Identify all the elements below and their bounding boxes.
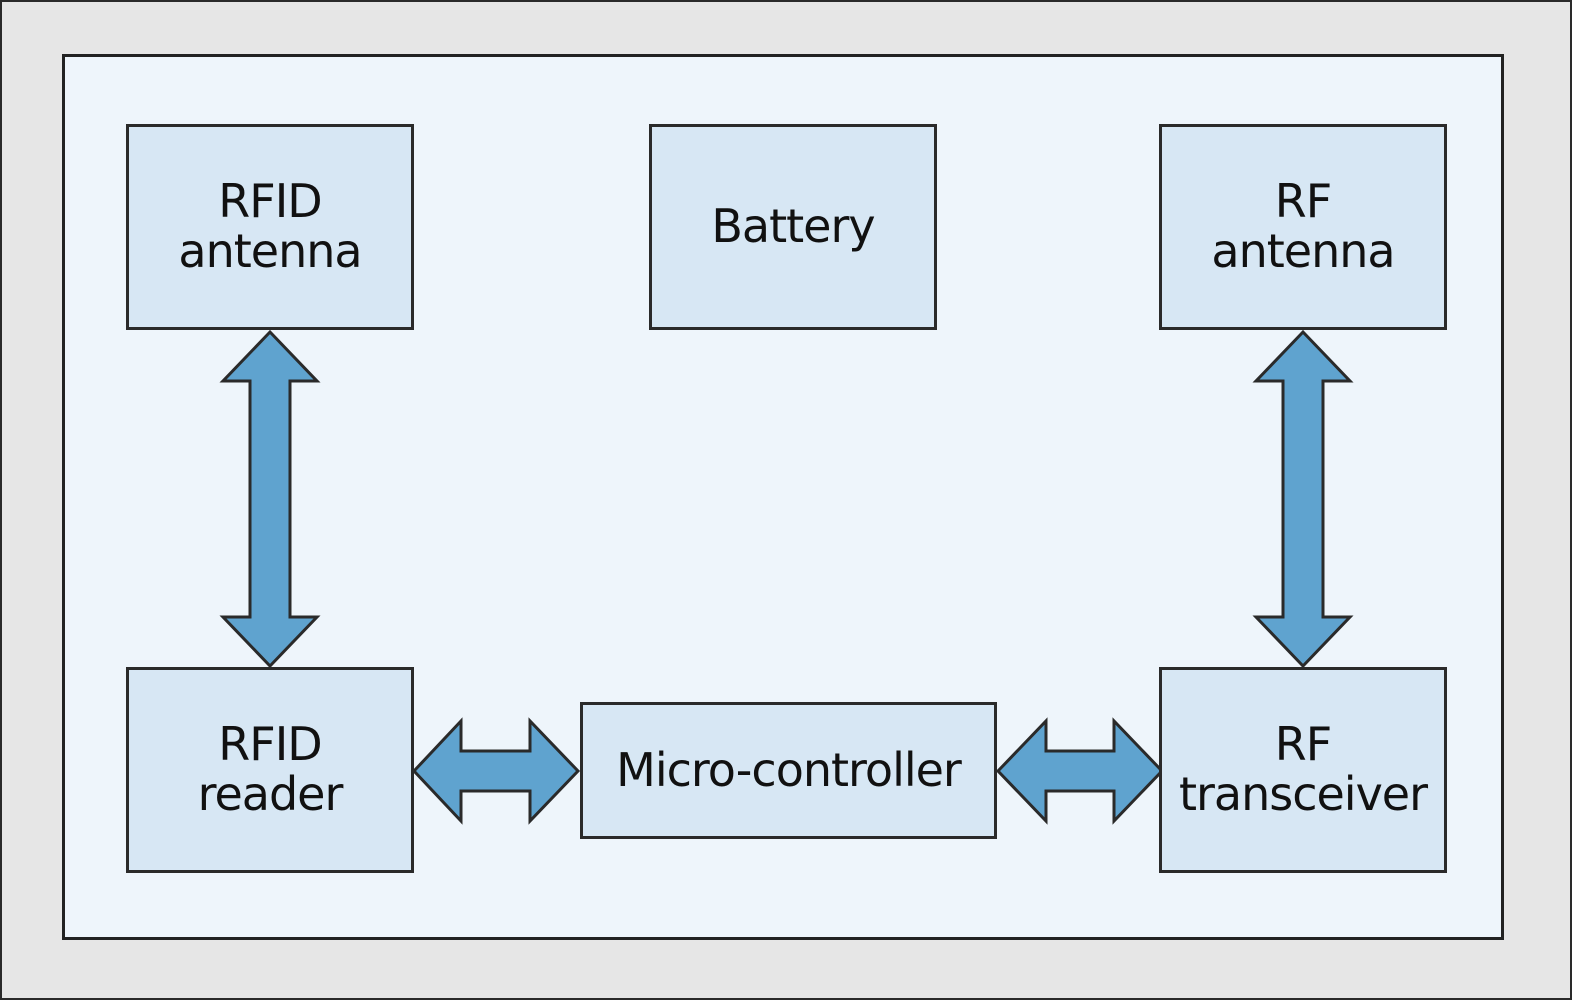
rfid-antenna-block: RFID antenna <box>126 124 414 330</box>
rf-antenna-label-line1: RF <box>1274 174 1332 229</box>
battery-block: Battery <box>649 124 937 330</box>
rf-transceiver-block: RF transceiver <box>1159 667 1447 873</box>
rfid-reader-label-line1: RFID <box>218 717 322 772</box>
rf-antenna-label-line2: antenna <box>1211 224 1395 278</box>
rfid-antenna-label-line1: RFID <box>218 174 322 229</box>
rfid-reader-label-line2: reader <box>197 767 344 821</box>
rf-transceiver-label-line1: RF <box>1274 717 1332 772</box>
rfid-antenna-label-line2: antenna <box>178 224 362 278</box>
rf-transceiver-label-line2: transceiver <box>1178 767 1428 821</box>
microcontroller-label: Micro-controller <box>616 742 962 797</box>
battery-label: Battery <box>711 199 875 254</box>
microcontroller-block: Micro-controller <box>580 702 997 839</box>
rfid-reader-block: RFID reader <box>126 667 414 873</box>
rf-antenna-block: RF antenna <box>1159 124 1447 330</box>
